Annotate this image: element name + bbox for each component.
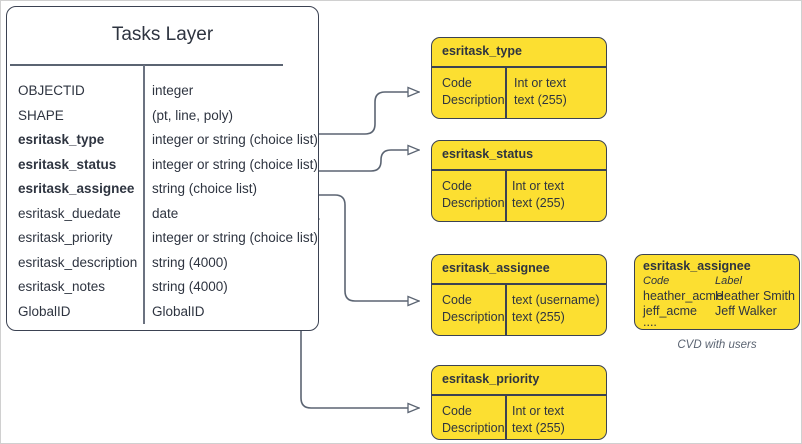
domain-box-title: esritask_type (442, 44, 522, 58)
field-name: esritask_description (18, 254, 138, 270)
cvd-row-label: Jeff Walker (715, 304, 777, 318)
domain-right-value: Int or text (512, 179, 565, 193)
domain-right-value: text (username) (512, 293, 600, 307)
domain-left-label: Code (442, 404, 472, 418)
field-type: string (choice list) (152, 181, 258, 196)
field-name: OBJECTID (18, 83, 85, 98)
column-divider (505, 169, 507, 221)
table-row: esritask_status integer or string (choic… (7, 157, 318, 182)
field-name: GlobalID (18, 303, 71, 319)
domain-box-esritask-status: esritask_status Code Description Int or … (431, 140, 607, 222)
domain-box-esritask-type: esritask_type Code Description Int or te… (431, 37, 607, 119)
field-name: esritask_assignee (18, 181, 135, 196)
field-list: OBJECTID integer SHAPE (pt, line, poly) … (7, 83, 318, 328)
cvd-row-code: jeff_acme (643, 304, 697, 318)
field-type: integer or string (choice list) (152, 156, 318, 172)
field-name: esritask_priority (18, 230, 113, 245)
connector-type (318, 92, 419, 135)
domain-left-label: Code (442, 179, 472, 193)
domain-right-value: text (255) (512, 421, 565, 435)
field-name: esritask_status (18, 156, 117, 172)
column-divider (505, 283, 507, 335)
connector-status (318, 150, 419, 172)
cvd-header-label: Label (715, 275, 742, 287)
field-name: SHAPE (18, 107, 64, 123)
field-type: string (4000) (152, 254, 228, 270)
cvd-title: esritask_assignee (643, 259, 751, 273)
field-name: esritask_notes (18, 279, 106, 294)
connector-assignee (318, 194, 419, 301)
domain-box-esritask-priority: esritask_priority Code Description Int o… (431, 365, 607, 440)
domain-box-title: esritask_priority (442, 372, 540, 386)
domain-left-label: Description (442, 196, 505, 210)
domain-box-title: esritask_assignee (442, 261, 550, 275)
header-divider (432, 283, 606, 285)
table-row: esritask_duedate date (7, 206, 318, 231)
field-type: date (152, 205, 179, 221)
domain-right-value: text (255) (512, 196, 565, 210)
domain-box-esritask-assignee: esritask_assignee Code Description text … (431, 254, 607, 336)
entity-tasks-layer: Tasks Layer OBJECTID integer SHAPE (pt, … (6, 6, 319, 331)
table-row: GlobalID GlobalID (7, 304, 318, 329)
header-divider (432, 394, 606, 396)
table-row: SHAPE (pt, line, poly) (7, 108, 318, 133)
domain-left-label: Description (442, 421, 505, 435)
domain-right-value: text (255) (514, 93, 567, 107)
field-type: integer or string (choice list) (152, 132, 318, 147)
domain-left-label: Description (442, 310, 505, 324)
cvd-ellipsis: .... (643, 315, 657, 329)
field-type: integer or string (choice list) (152, 230, 318, 245)
cvd-caption: CVD with users (677, 339, 757, 351)
header-divider (432, 66, 606, 68)
domain-box-title: esritask_status (442, 147, 534, 161)
column-divider (505, 66, 507, 118)
table-row: OBJECTID integer (7, 83, 318, 108)
domain-left-label: Code (442, 76, 472, 90)
domain-right-value: text (255) (512, 310, 565, 324)
table-row: esritask_type integer or string (choice … (7, 132, 318, 157)
table-row: esritask_priority integer or string (cho… (7, 230, 318, 255)
table-row: esritask_notes string (4000) (7, 279, 318, 304)
table-row: esritask_assignee string (choice list) (7, 181, 318, 206)
column-divider (505, 394, 507, 439)
field-name: esritask_duedate (18, 205, 121, 221)
field-type: (pt, line, poly) (152, 107, 234, 123)
table-row: esritask_description string (4000) (7, 255, 318, 280)
page-title: Tasks Layer (111, 24, 214, 45)
cvd-note-esritask-assignee: esritask_assignee Code Label heather_acm… (634, 254, 800, 330)
field-name: esritask_type (18, 132, 105, 147)
domain-right-value: Int or text (512, 404, 565, 418)
field-type: string (4000) (152, 279, 228, 294)
field-type: GlobalID (152, 303, 205, 319)
cvd-row-code: heather_acme (643, 289, 723, 303)
cvd-header-code: Code (643, 275, 670, 287)
field-type: integer (152, 83, 194, 98)
domain-right-value: Int or text (514, 76, 567, 90)
title-divider (10, 64, 283, 66)
domain-left-label: Description (442, 93, 505, 107)
domain-left-label: Code (442, 293, 472, 307)
header-divider (432, 169, 606, 171)
column-divider (143, 65, 145, 324)
cvd-row-label: Heather Smith (715, 289, 795, 303)
